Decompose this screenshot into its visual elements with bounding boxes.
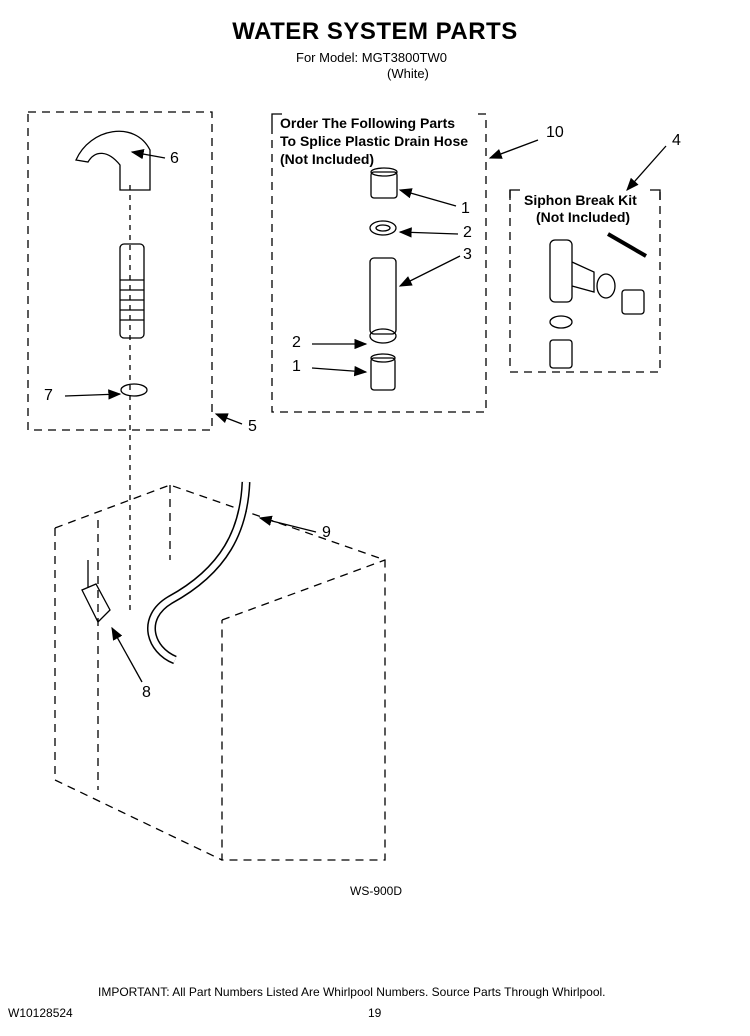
siphon-adapter [621,289,645,315]
leader-7 [64,389,122,400]
siphon-tie [606,232,648,258]
splice-connector [369,257,397,335]
important-note: IMPORTANT: All Part Numbers Listed Are W… [98,985,606,999]
callout-9: 9 [322,524,331,541]
splice-coupler-bottom [370,357,396,391]
color-line: (White) [387,66,429,81]
leader-4 [626,145,667,191]
leader-1a [398,188,457,207]
page-number: 19 [368,1006,382,1020]
callout-10: 10 [546,124,564,141]
siphon-box-line-1: Siphon Break Kit [524,192,637,208]
leader-2a [398,227,459,238]
callout-7: 7 [44,387,53,404]
callout-1-top: 1 [461,200,470,217]
leader-1b [311,365,368,377]
doc-number: W10128524 [8,1006,73,1020]
page-title: WATER SYSTEM PARTS [232,18,518,45]
model-line: For Model: MGT3800TW0 [296,50,447,65]
figure-code: WS-900D [350,884,403,898]
callout-5: 5 [248,418,257,435]
washer-cabinet [54,484,386,861]
leader-6 [130,148,166,160]
splice-box [271,113,487,413]
hose-group-box [27,111,213,431]
splice-clamp-top [369,220,397,236]
callout-3: 3 [463,246,472,263]
callout-1-bottom: 1 [292,358,301,375]
siphon-fitting-part [81,583,111,624]
splice-box-line-2: To Splice Plastic Drain Hose [280,133,469,149]
drain-hose [147,481,251,665]
siphon-clamp [596,273,616,299]
splice-coupler-top [370,171,398,199]
leader-10 [488,139,539,159]
splice-box-line-1: Order The Following Parts [280,115,456,131]
splice-clamp-bottom [369,328,397,344]
leader-8 [111,626,143,683]
siphon-box-line-2: (Not Included) [536,209,631,225]
leader-3 [398,255,461,287]
callout-2-top: 2 [463,224,472,241]
hose-clip-part [75,130,151,191]
callout-8: 8 [142,684,151,701]
hose-clamp-part [120,383,148,397]
callout-4: 4 [672,132,681,149]
callout-2-bottom: 2 [292,334,301,351]
leader-9 [258,515,317,533]
siphon-box [509,190,661,373]
callout-6: 6 [170,150,179,167]
drain-hose-extension [119,243,145,339]
leader-5 [214,413,243,425]
splice-box-line-3: (Not Included) [280,151,375,167]
siphon-tee [549,239,573,303]
